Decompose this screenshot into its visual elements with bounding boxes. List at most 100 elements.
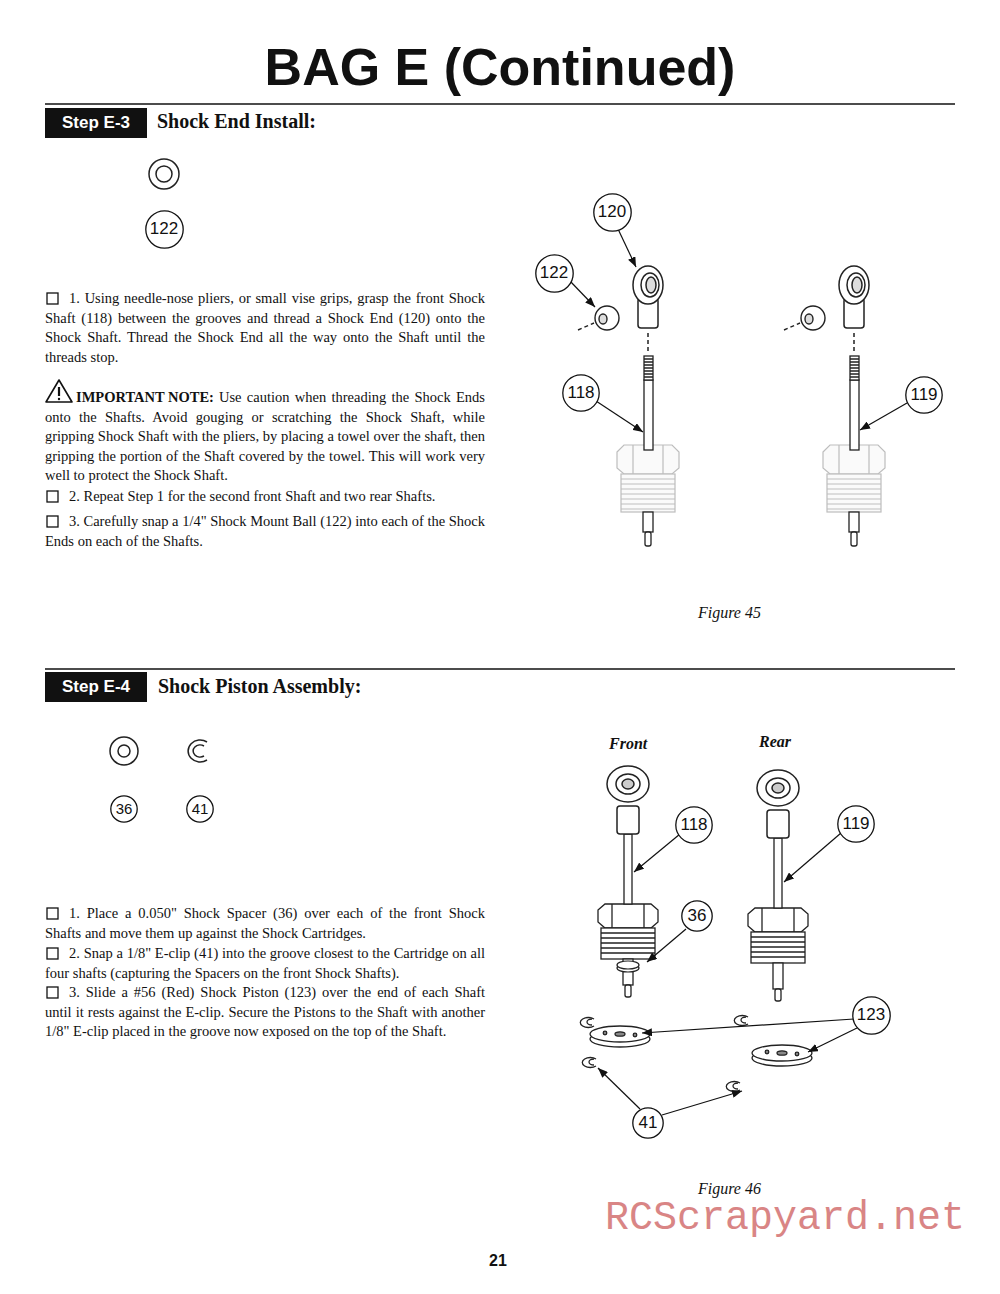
e-clip [580,1016,748,1092]
callout-number: 118 [680,816,707,834]
checkbox [47,293,58,304]
checkbox [47,908,58,919]
instruction-text: 2. Repeat Step 1 for the second front Sh… [45,487,485,507]
leader-line [569,280,595,307]
e-clip [589,1059,594,1065]
callout-outline [676,807,712,843]
callout-number: 119 [905,376,943,414]
badge-fill [45,672,147,702]
part-icon [188,740,207,762]
leader-line [634,834,680,872]
leader-line [598,1068,640,1109]
page-title: BAG E (Continued) [0,34,1000,100]
shock-piston [615,1032,625,1036]
shock-piston [777,1051,787,1055]
step-heading: Shock Piston Assembly: [158,675,361,698]
shock-piston [603,1031,607,1035]
callout-outline [838,806,874,842]
callout-number: 119 [837,805,875,843]
leader-line [618,229,636,267]
callout-number: 118 [675,806,713,844]
callout-number: 119 [842,815,869,833]
callout-number: 123 [852,996,891,1035]
rule-line [45,103,955,105]
watermark: RCScrapyard.net [605,1196,965,1241]
rule-line [45,668,955,670]
checkbox [47,491,58,502]
warning-icon [46,380,72,402]
front-shock [598,766,658,997]
view-label: Rear [759,733,791,751]
shock-shaft-rear [784,266,885,546]
e-clip [580,1018,594,1028]
badge-fill [45,108,147,138]
instruction-text: 3. Slide a #56 (Red) Shock Piston (123) … [45,983,485,1042]
warning-icon [46,380,72,402]
page-number: 21 [489,1252,507,1270]
checkbox [47,987,58,998]
step-heading: Shock End Install: [157,110,316,133]
callout-number: 123 [857,1006,885,1024]
part-icon [149,159,179,189]
callout-outline [535,254,572,291]
warning-icon [58,387,60,396]
part-icon [193,745,204,757]
callout-number: 120 [593,193,632,232]
rule-line [45,104,955,669]
instruction-text: 1. Place a 0.050" Shock Spacer (36) over… [45,904,485,943]
callout-number: 122 [150,220,178,238]
figure-caption: Figure 45 [698,604,761,622]
callout-outline [145,210,182,247]
callout-number: 119 [910,386,937,404]
e-clip [587,1019,592,1025]
callout-outline [906,377,942,413]
callout-number: 41 [186,795,214,823]
callout-number: 36 [110,795,138,823]
shock-spacer [617,961,639,972]
callout-number: 36 [116,800,133,818]
callout-outline [563,375,599,411]
callout-number: 41 [632,1107,664,1139]
leader-line [662,1091,742,1115]
callout-number: 36 [688,907,707,925]
callout-number: 122 [540,264,568,282]
figure-caption: Figure 46 [698,1180,761,1198]
instruction-text: 3. Carefully snap a 1/4" Shock Mount Bal… [45,512,485,551]
e-clip [741,1017,746,1023]
step-label: Step E-3 [62,113,130,133]
leader-line [647,929,686,962]
callout-number: 120 [598,203,626,221]
leader-line [642,1019,854,1033]
note-heading: IMPORTANT NOTE: [76,388,214,408]
callout-number: 122 [535,254,574,293]
shock-piston [795,1052,799,1056]
callout-outline [111,796,137,822]
shock-piston [590,1026,812,1066]
instruction-text: 1. Using needle-nose pliers, or small vi… [45,289,485,367]
callout-number: 122 [145,210,184,249]
callout-outline [682,901,712,931]
part-icon [110,737,138,765]
leader-line [808,1028,857,1052]
callout-number: 41 [192,800,209,818]
shock-piston [765,1050,769,1054]
callout-outline [633,1108,663,1138]
instruction-text: 2. Snap a 1/8" E-clip (41) into the groo… [45,944,485,983]
callout-number: 118 [562,374,600,412]
leader-line [784,833,841,882]
view-label: Front [609,735,647,753]
note-text: Use caution when threading the Shock End… [45,388,485,486]
checkbox [47,516,58,527]
part-icon [156,166,172,182]
callout-outline [593,193,630,230]
step-badge: Step E-3 [45,108,147,138]
part-icon [118,745,130,757]
shock-piston [590,1026,650,1042]
callout-outline [852,996,889,1033]
callout-number: 118 [567,384,594,402]
callout-number: 36 [681,900,713,932]
e-clip [733,1083,738,1089]
step-badge: Step E-4 [45,672,147,702]
